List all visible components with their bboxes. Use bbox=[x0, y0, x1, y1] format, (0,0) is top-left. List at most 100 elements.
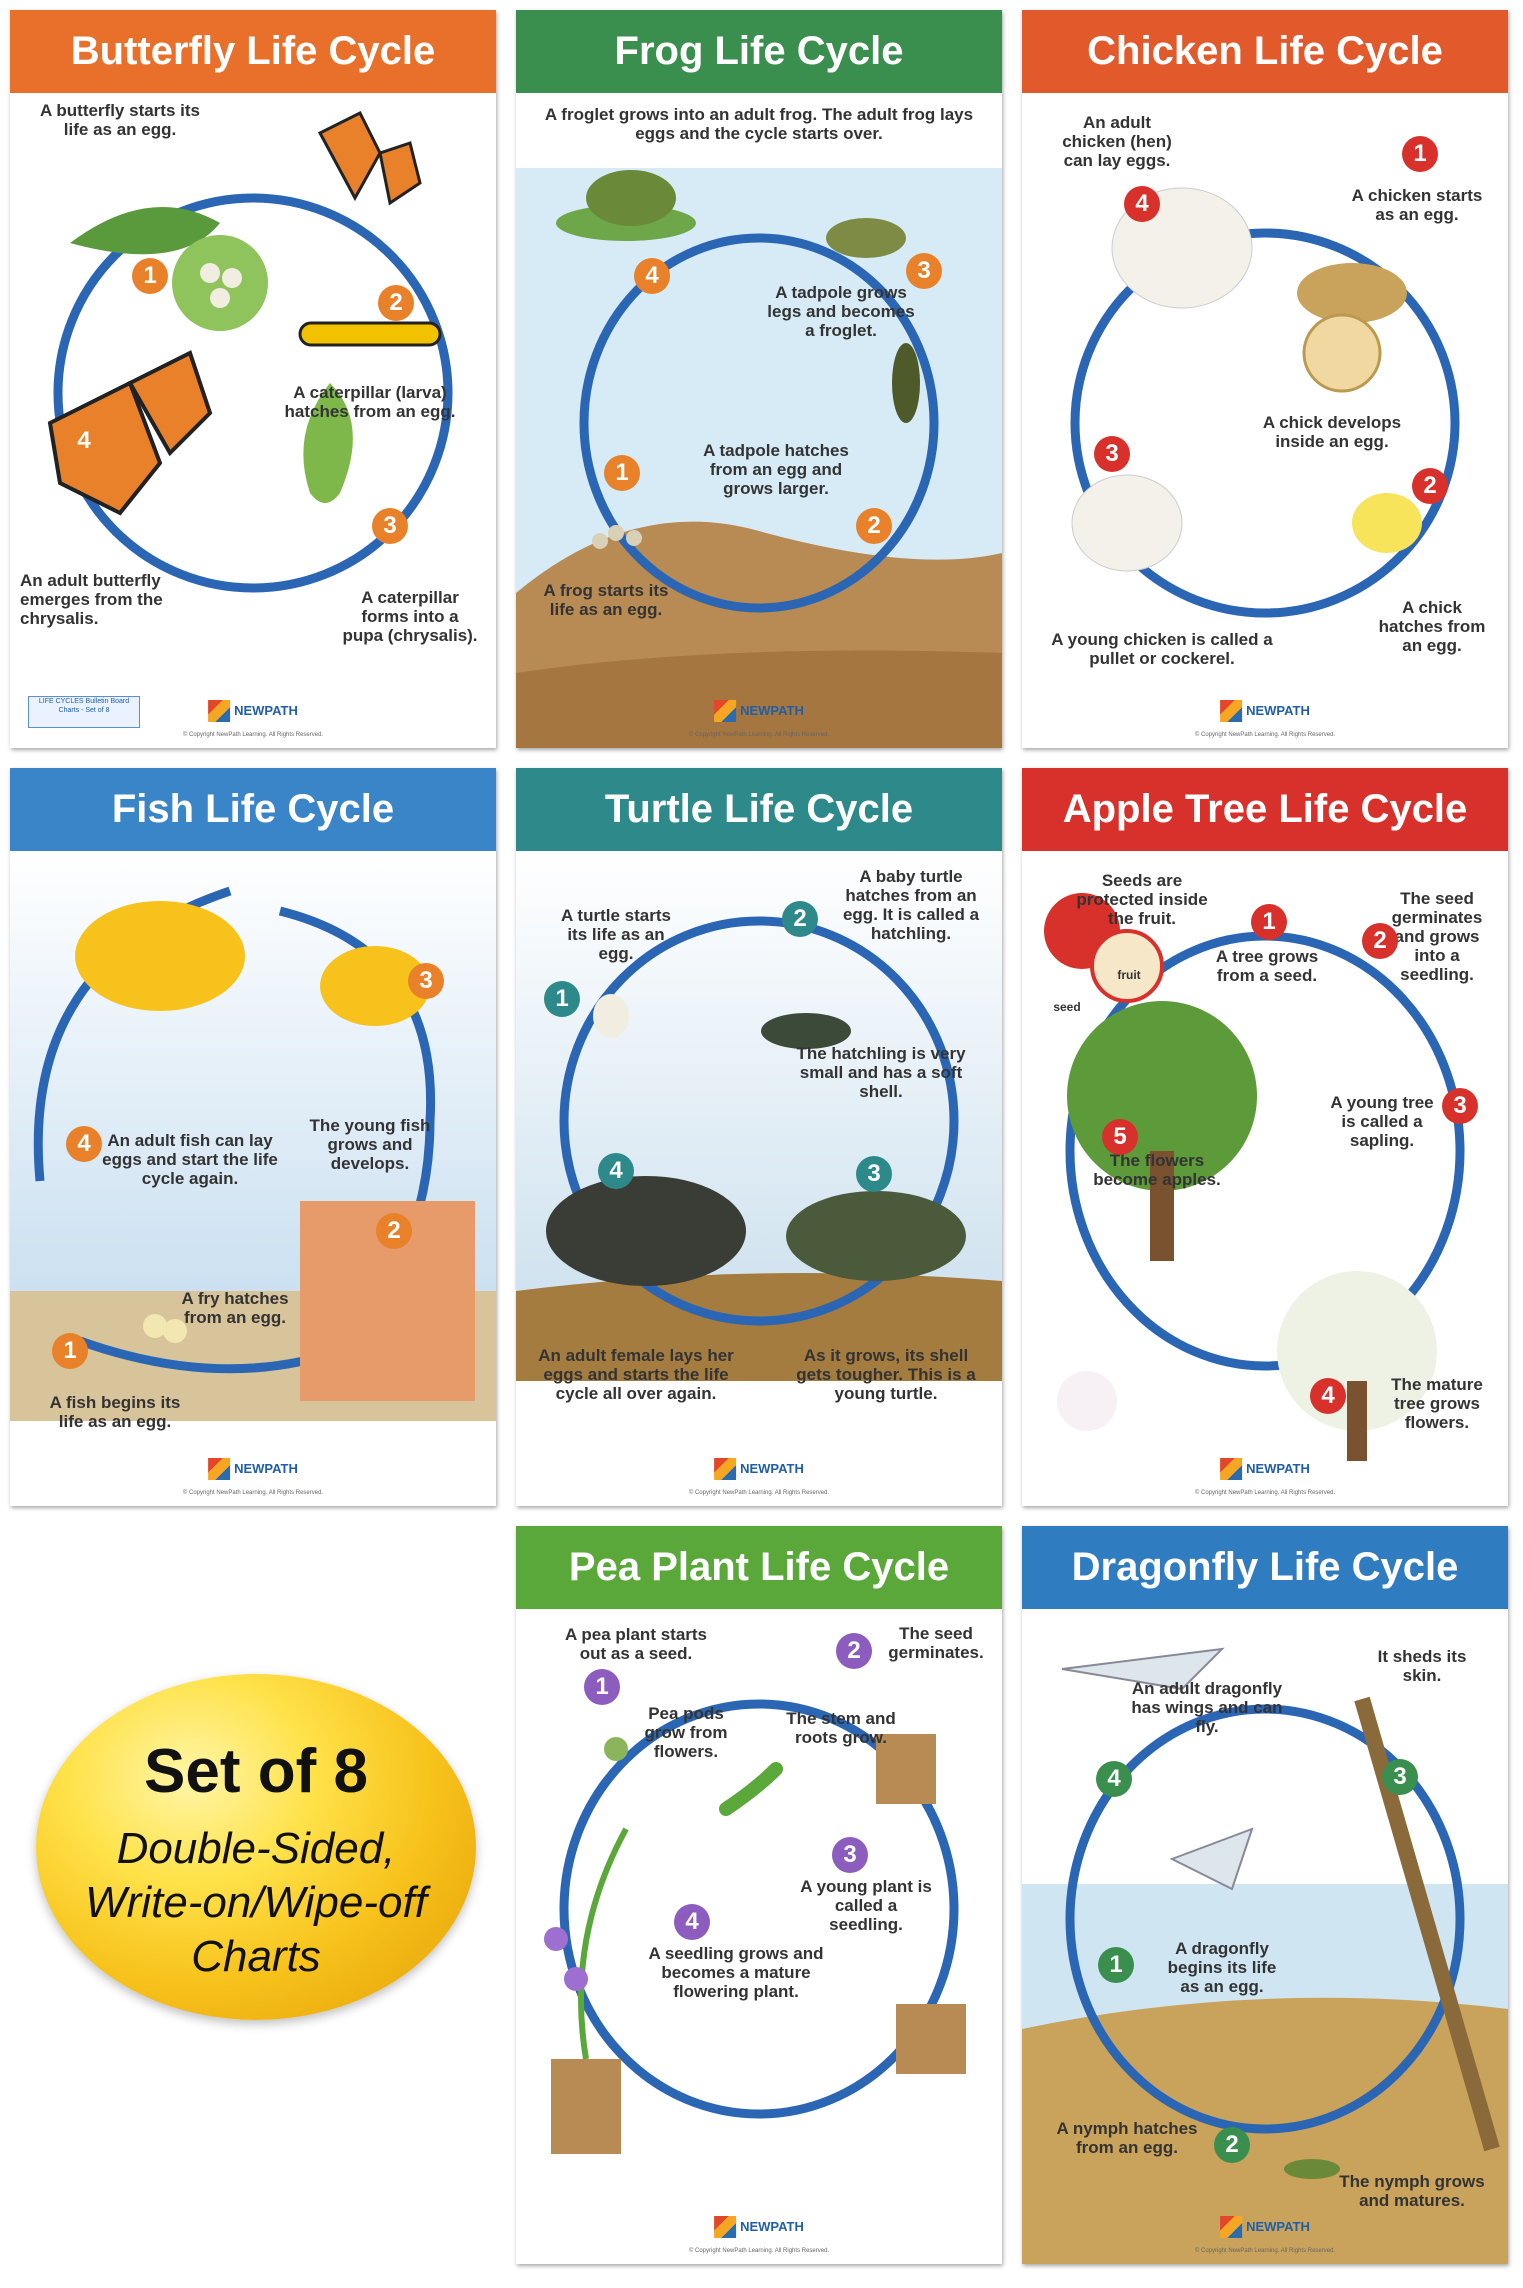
stage-label-hatchling: A baby turtle hatches from an egg. It is… bbox=[842, 867, 980, 943]
newpath-logo: NEWPATH bbox=[714, 2216, 804, 2238]
step-number: 3 bbox=[856, 1156, 892, 1192]
stage-label-germinates: The seed germinates and grows into a see… bbox=[1391, 889, 1483, 984]
step-number: 4 bbox=[66, 423, 102, 459]
stage-label-soft-shell: The hatchling is very small and has a so… bbox=[796, 1044, 966, 1101]
step-number: 2 bbox=[1214, 2127, 1250, 2163]
step-number: 1 bbox=[584, 1669, 620, 1705]
stage-label-pupa: A caterpillar forms into a pupa (chrysal… bbox=[342, 588, 478, 645]
stage-label-hen: An adult chicken (hen) can lay eggs. bbox=[1062, 113, 1172, 170]
stage-label-seed: A pea plant starts out as a seed. bbox=[564, 1625, 708, 1663]
dragonfly-chart: Dragonfly Life Cycle It sheds its skin. … bbox=[1022, 1526, 1508, 2264]
butterfly-illustration bbox=[47, 110, 453, 593]
step-number: 2 bbox=[782, 901, 818, 937]
chart-title: Fish Life Cycle bbox=[10, 768, 496, 851]
stage-label-egg: A fish begins its life as an egg. bbox=[49, 1393, 181, 1431]
stage-label-flowers: The mature tree grows flowers. bbox=[1391, 1375, 1483, 1432]
stage-label-egg: A dragonfly begins its life as an egg. bbox=[1167, 1939, 1277, 1996]
step-number: 2 bbox=[856, 508, 892, 544]
pea-plant-chart: Pea Plant Life Cycle A pea plant starts … bbox=[516, 1526, 1002, 2264]
stage-label-sapling: A young tree is called a sapling. bbox=[1330, 1093, 1434, 1150]
newpath-logo: NEWPATH bbox=[1220, 1458, 1310, 1480]
copyright: © Copyright NewPath Learning. All Rights… bbox=[182, 732, 324, 738]
newpath-logo: NEWPATH bbox=[714, 700, 804, 722]
stage-label-tadpole: A tadpole hatches from an egg and grows … bbox=[703, 441, 849, 498]
frog-chart: Frog Life Cycle A froglet grows into an … bbox=[516, 10, 1002, 748]
stage-label-adult: An adult butterfly emerges from the chry… bbox=[20, 571, 163, 628]
stage-label-egg: A turtle starts its life as an egg. bbox=[561, 906, 671, 963]
stage-label-germinates: The seed germinates. bbox=[888, 1624, 984, 1662]
newpath-logo: NEWPATH bbox=[208, 1458, 298, 1480]
butterfly-chart: Butterfly Life Cycle A butterfly starts … bbox=[10, 10, 496, 748]
stage-label-young: The young fish grows and develops. bbox=[309, 1116, 431, 1173]
step-number: 4 bbox=[598, 1153, 634, 1189]
step-number: 1 bbox=[52, 1333, 88, 1369]
stage-label-stem: The stem and roots grow. bbox=[786, 1709, 896, 1747]
copyright: © Copyright NewPath Learning. All Rights… bbox=[1194, 1490, 1336, 1496]
chart-title: Frog Life Cycle bbox=[516, 10, 1002, 93]
copyright: © Copyright NewPath Learning. All Rights… bbox=[1194, 2248, 1336, 2254]
stage-label-develops: A chick develops inside an egg. bbox=[1262, 413, 1402, 451]
stage-label-sheds: It sheds its skin. bbox=[1377, 1647, 1467, 1685]
stage-label-adult: An adult dragonfly has wings and can fly… bbox=[1131, 1679, 1283, 1736]
copyright: © Copyright NewPath Learning. All Rights… bbox=[688, 1490, 830, 1496]
step-number: 3 bbox=[1442, 1088, 1478, 1124]
chart-title: Pea Plant Life Cycle bbox=[516, 1526, 1002, 1609]
stage-label-young: As it grows, its shell gets tougher. Thi… bbox=[796, 1346, 976, 1403]
step-number: 2 bbox=[1362, 923, 1398, 959]
step-number: 2 bbox=[1412, 468, 1448, 504]
step-number: 2 bbox=[836, 1633, 872, 1669]
stage-label-matures: The nymph grows and matures. bbox=[1339, 2172, 1485, 2210]
copyright: © Copyright NewPath Learning. All Rights… bbox=[1194, 732, 1336, 738]
stage-label-apples: The flowers become apples. bbox=[1093, 1151, 1221, 1189]
step-number: 4 bbox=[634, 258, 670, 294]
chart-title: Dragonfly Life Cycle bbox=[1022, 1526, 1508, 1609]
step-number: 4 bbox=[674, 1904, 710, 1940]
dragonfly-illustration bbox=[1022, 1647, 1508, 2264]
step-number: 3 bbox=[1382, 1759, 1418, 1795]
stage-label-tadpole-legs: A tadpole grows legs and becomes a frogl… bbox=[767, 283, 915, 340]
newpath-logo: NEWPATH bbox=[1220, 700, 1310, 722]
seed-label: seed bbox=[1053, 1000, 1081, 1014]
chart-title: Apple Tree Life Cycle bbox=[1022, 768, 1508, 851]
step-number: 4 bbox=[66, 1126, 102, 1162]
stage-label-egg: A butterfly starts its life as an egg. bbox=[40, 101, 200, 139]
chart-title: Butterfly Life Cycle bbox=[10, 10, 496, 93]
stage-label-tree-grows: A tree grows from a seed. bbox=[1215, 947, 1319, 985]
chicken-illustration bbox=[1070, 187, 1460, 618]
stage-label-fruit: Seeds are protected inside the fruit. bbox=[1076, 871, 1208, 928]
stage-label-fry: A fry hatches from an egg. bbox=[181, 1289, 289, 1327]
step-number: 1 bbox=[1098, 1947, 1134, 1983]
pea-plant-illustration bbox=[544, 1699, 966, 2154]
stage-label-pullet: A young chicken is called a pullet or co… bbox=[1051, 630, 1273, 668]
step-number: 3 bbox=[832, 1837, 868, 1873]
badge-subtitle: Double-Sided, Write-on/Wipe-off Charts bbox=[85, 1824, 427, 1981]
stage-label-adult: An adult female lays her eggs and starts… bbox=[538, 1346, 734, 1403]
newpath-logo: NEWPATH bbox=[1220, 2216, 1310, 2238]
step-number: 1 bbox=[1402, 136, 1438, 172]
step-number: 1 bbox=[544, 981, 580, 1017]
step-number: 4 bbox=[1310, 1378, 1346, 1414]
stage-label-nymph: A nymph hatches from an egg. bbox=[1056, 2119, 1198, 2157]
frog-illustration bbox=[516, 168, 1002, 748]
badge-title: Set of 8 bbox=[144, 1737, 368, 1806]
stage-label-egg: A frog starts its life as an egg. bbox=[543, 581, 669, 619]
stage-label-pods: Pea pods grow from flowers. bbox=[644, 1704, 728, 1761]
copyright: © Copyright NewPath Learning. All Rights… bbox=[182, 1490, 324, 1496]
chart-title: Chicken Life Cycle bbox=[1022, 10, 1508, 93]
step-number: 3 bbox=[408, 963, 444, 999]
chicken-chart: Chicken Life Cycle An adult chicken (hen… bbox=[1022, 10, 1508, 748]
stage-label-caterpillar: A caterpillar (larva) hatches from an eg… bbox=[284, 383, 456, 421]
stage-label-adult: An adult fish can lay eggs and start the… bbox=[102, 1131, 278, 1188]
copyright: © Copyright NewPath Learning. All Rights… bbox=[688, 732, 830, 738]
step-number: 1 bbox=[604, 455, 640, 491]
step-number: 2 bbox=[376, 1213, 412, 1249]
step-number: 3 bbox=[1094, 436, 1130, 472]
fish-illustration bbox=[10, 851, 496, 1421]
stage-label-froglet: A froglet grows into an adult frog. The … bbox=[544, 105, 974, 143]
step-number: 2 bbox=[378, 285, 414, 321]
step-number: 3 bbox=[906, 253, 942, 289]
set-label: LIFE CYCLES Bulletin Board Charts - Set … bbox=[28, 696, 140, 728]
fish-chart: Fish Life Cycle An adult fish can lay eg… bbox=[10, 768, 496, 1506]
turtle-illustration bbox=[516, 851, 1002, 1381]
chart-title: Turtle Life Cycle bbox=[516, 768, 1002, 851]
